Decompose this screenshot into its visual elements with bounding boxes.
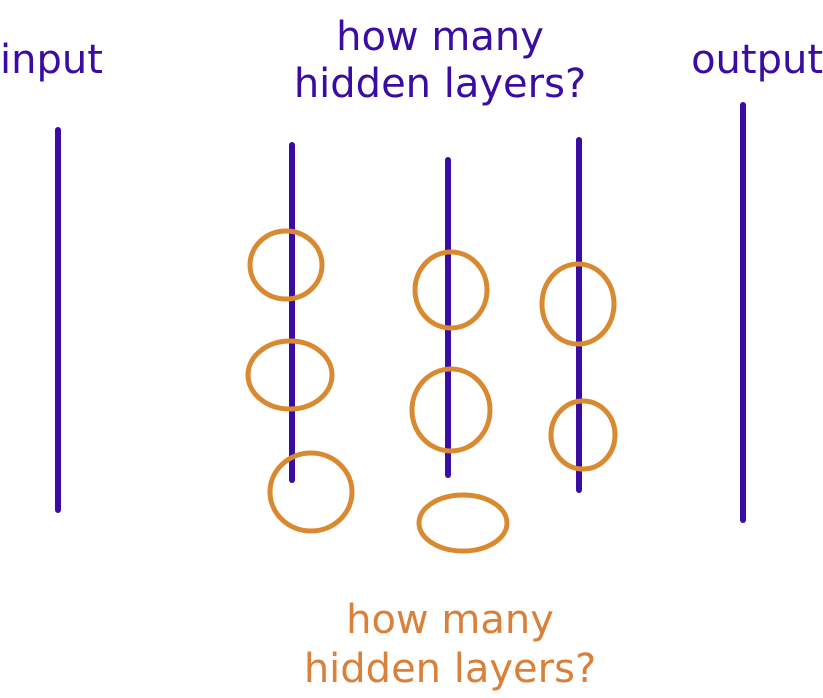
input-label: input [0,37,103,83]
output-label: output [691,37,823,83]
top-question-label: how many hidden layers? [240,14,640,108]
node-ring [412,249,490,331]
node-ring [539,261,617,347]
node-ring [548,398,618,472]
node-ring [267,450,355,534]
node-ring [247,228,325,302]
node-ring [245,338,335,412]
node-ring [416,492,510,554]
bottom-question-label: how many hidden layers? [210,596,690,694]
layer-lines [55,102,746,523]
top-question-line-1: how many [336,14,544,60]
node-rings [245,228,618,554]
top-question-line-2: hidden layers? [293,61,587,108]
bottom-question-line-2: hidden layers? [303,645,597,692]
bottom-question-line-1: how many [346,597,554,643]
node-ring [409,366,493,454]
